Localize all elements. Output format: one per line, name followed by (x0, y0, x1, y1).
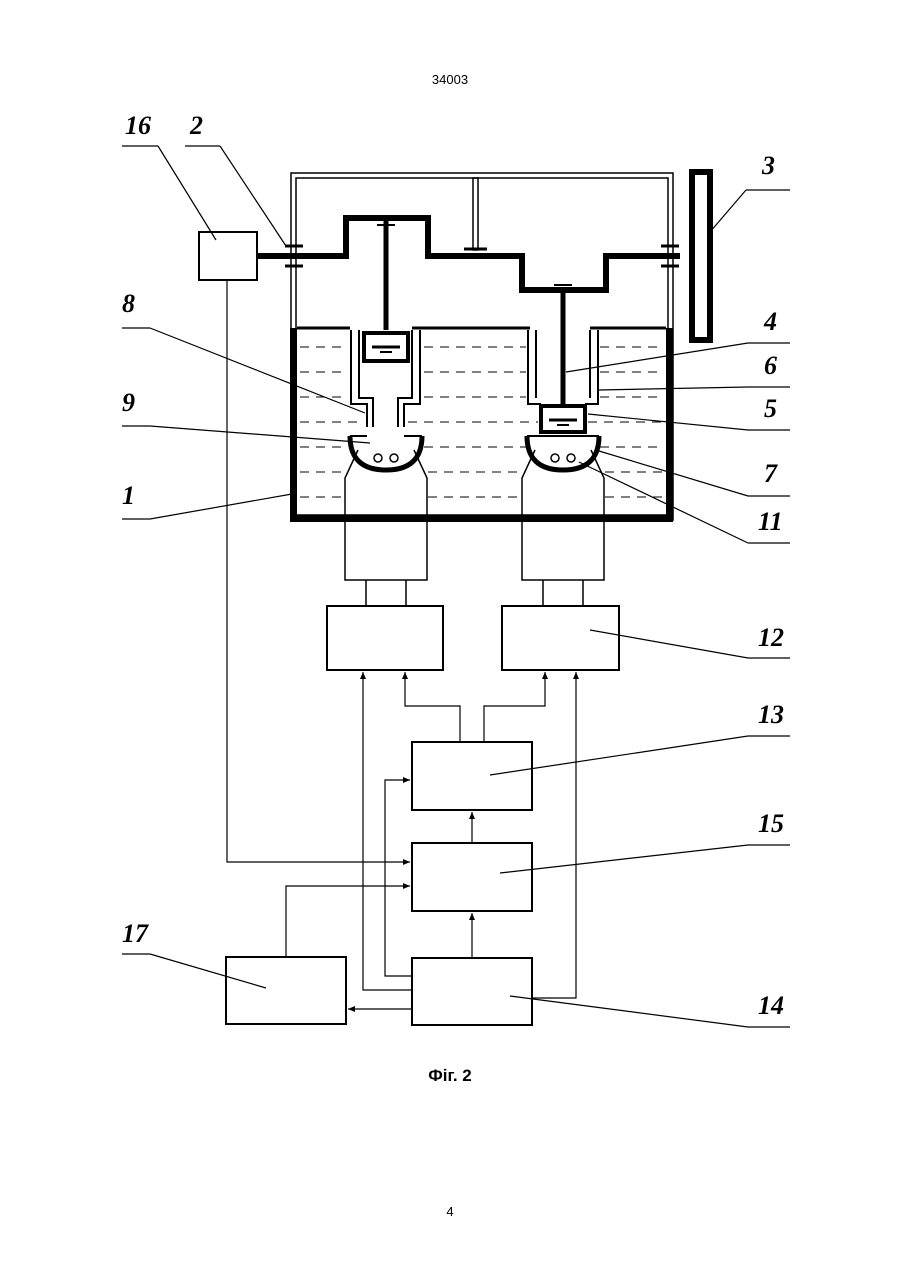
center-support (464, 178, 487, 250)
block-14 (412, 958, 532, 1025)
figure-caption: Фіг. 2 (0, 1066, 900, 1086)
label-11: 11 (758, 507, 783, 536)
label-1: 1 (122, 481, 135, 510)
label-13: 13 (758, 700, 784, 729)
flywheel (692, 172, 710, 340)
label-17: 17 (122, 919, 149, 948)
label-9: 9 (122, 388, 135, 417)
crankshaft (258, 218, 680, 290)
signal-lines (227, 280, 576, 1009)
label-7: 7 (764, 459, 778, 488)
label-4: 4 (763, 307, 777, 336)
label-14: 14 (758, 991, 784, 1020)
block-12-left (327, 606, 443, 670)
page-number: 4 (0, 1204, 900, 1219)
block-15 (412, 843, 532, 911)
right-piston-assembly (522, 285, 604, 606)
block-13 (412, 742, 532, 810)
label-3: 3 (761, 151, 775, 180)
block-12-right (502, 606, 619, 670)
block-17 (226, 957, 346, 1024)
liquid-lines (300, 347, 664, 497)
label-8: 8 (122, 289, 135, 318)
label-5: 5 (764, 394, 777, 423)
left-piston-assembly (345, 218, 427, 606)
reference-labels: 16 2 3 8 4 6 9 5 7 1 11 12 13 15 17 14 (122, 111, 784, 1020)
label-2: 2 (189, 111, 203, 140)
label-12: 12 (758, 623, 784, 652)
label-16: 16 (125, 111, 151, 140)
block-16 (199, 232, 257, 280)
label-15: 15 (758, 809, 784, 838)
label-6: 6 (764, 351, 777, 380)
